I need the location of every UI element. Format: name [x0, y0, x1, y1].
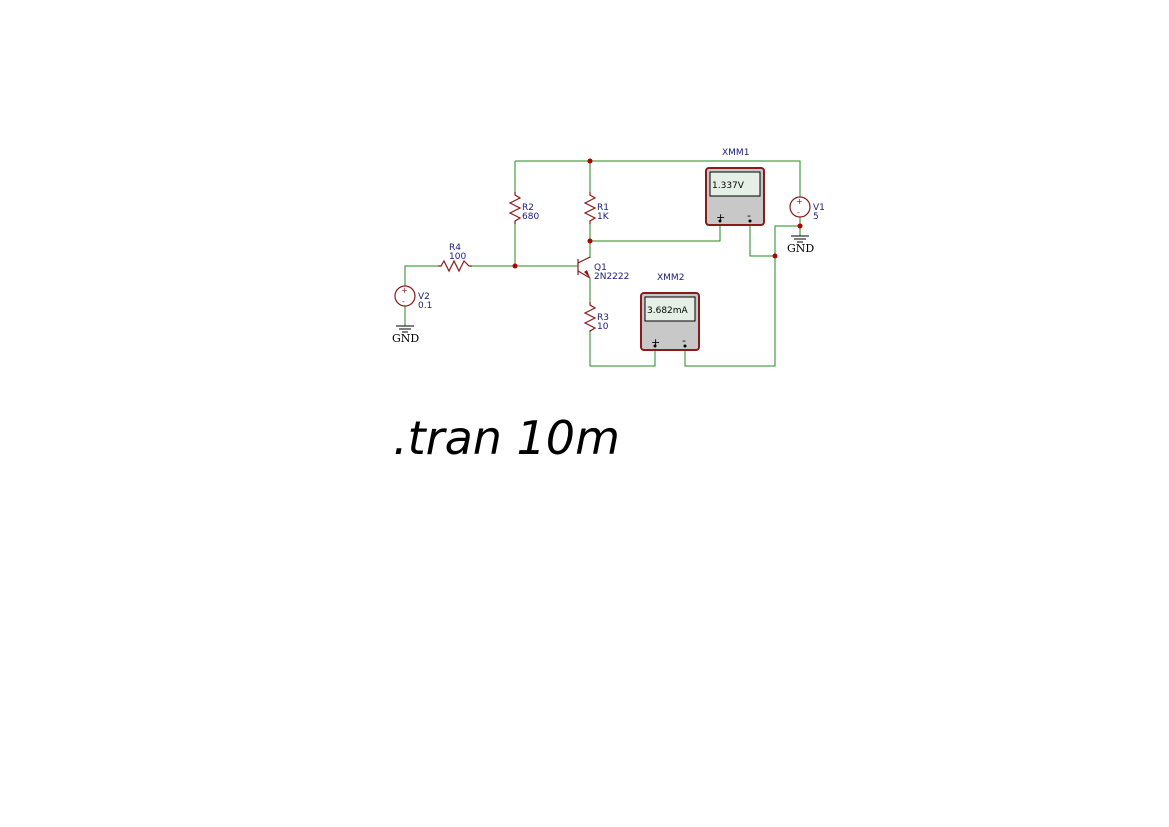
- xmm2-minus-jack-icon[interactable]: [683, 344, 687, 348]
- xmm2-ref: XMM2: [657, 273, 684, 283]
- ground-icon: [791, 235, 809, 243]
- v1-minus-icon: -: [797, 208, 800, 217]
- v1-ref: V1: [813, 203, 825, 213]
- r1-value: 1K: [597, 212, 610, 222]
- resistor-r3[interactable]: R3 10: [583, 302, 609, 332]
- ground-icon: [396, 325, 414, 333]
- r3-ref: R3: [597, 313, 609, 323]
- voltage-source-v1[interactable]: + - V1 5: [789, 196, 825, 222]
- r2-ref: R2: [522, 203, 534, 213]
- simulation-directive[interactable]: .tran 10m: [393, 411, 620, 465]
- gnd-label: GND: [787, 242, 814, 255]
- xmm1-reading: 1.337V: [712, 181, 745, 191]
- v2-ref: V2: [418, 292, 430, 302]
- junction-v1-gnd: [797, 223, 803, 229]
- v1-plus-icon: +: [796, 197, 803, 206]
- xmm2-display: [644, 296, 696, 322]
- resistor-r1[interactable]: R1 1K: [583, 192, 610, 224]
- transistor-q1[interactable]: Q1 2N2222: [577, 256, 629, 282]
- xmm1-minus-jack-icon[interactable]: [748, 219, 752, 223]
- wire-xmm1-gnd: [749, 221, 775, 257]
- ground-v1: GND: [787, 235, 814, 255]
- junction-base: [512, 263, 518, 269]
- r3-value: 10: [597, 322, 609, 332]
- junction-top: [587, 158, 593, 164]
- xmm1-display: [709, 171, 761, 197]
- junctions: [512, 158, 803, 269]
- wire-collector-xmm1: [590, 221, 721, 242]
- multimeter-xmm1[interactable]: XMM1 1.337V + -: [705, 148, 765, 226]
- q1-value: 2N2222: [594, 272, 629, 282]
- q1-ref: Q1: [594, 263, 607, 273]
- junction-gnd-node: [772, 253, 778, 259]
- xmm1-plus-jack-icon[interactable]: [718, 219, 722, 223]
- r4-ref: R4: [449, 243, 461, 253]
- wire-xmm2-gnd: [684, 225, 800, 367]
- multimeter-xmm2[interactable]: XMM2 3.682mA + -: [640, 273, 700, 351]
- xmm1-plus-terminal: +: [716, 211, 725, 224]
- xmm1-minus-terminal: -: [747, 209, 751, 222]
- v2-minus-icon: -: [402, 297, 405, 306]
- r4-value: 100: [449, 252, 466, 262]
- xmm2-plus-jack-icon[interactable]: [653, 344, 657, 348]
- ground-v2: GND: [392, 325, 419, 345]
- xmm2-plus-terminal: +: [651, 336, 660, 349]
- v2-plus-icon: +: [401, 286, 408, 295]
- resistor-r4[interactable]: R4 100: [438, 243, 472, 273]
- wire-v2-r4: [404, 265, 438, 286]
- resistor-r2[interactable]: R2 680: [508, 192, 539, 224]
- xmm2-minus-terminal: -: [682, 334, 686, 347]
- voltage-source-v2[interactable]: + - V2 0.1: [394, 285, 432, 311]
- junction-collector: [587, 238, 593, 244]
- v1-value: 5: [813, 212, 819, 222]
- r2-value: 680: [522, 212, 539, 222]
- r1-ref: R1: [597, 203, 609, 213]
- xmm1-ref: XMM1: [722, 148, 749, 158]
- wire-r3-xmm2: [589, 332, 656, 367]
- xmm2-reading: 3.682mA: [647, 306, 689, 316]
- emitter-arrow-icon: [584, 270, 590, 278]
- gnd-label: GND: [392, 332, 419, 345]
- v2-value: 0.1: [418, 301, 432, 311]
- wire-top-rail: [515, 160, 801, 197]
